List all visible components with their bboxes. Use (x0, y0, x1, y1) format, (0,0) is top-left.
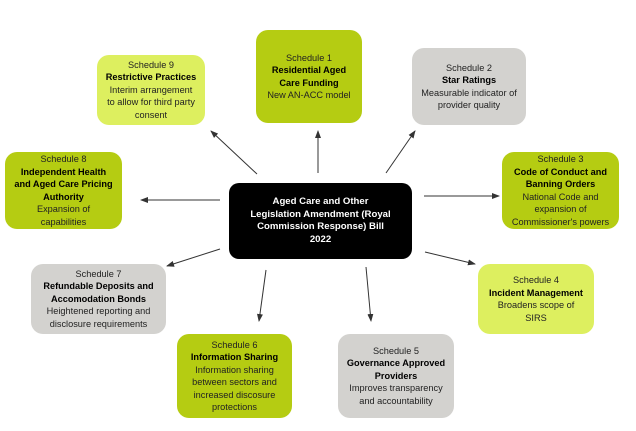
schedule-5-node: Schedule 5 Governance Approved Providers… (338, 334, 454, 418)
schedule-1-node: Schedule 1 Residential Aged Care Funding… (256, 30, 362, 123)
schedule-description: New AN-ACC model (267, 90, 351, 100)
schedule-description: Expansion of capabilities (36, 204, 91, 227)
center-title: Aged Care and Other Legislation Amendmen… (250, 196, 391, 245)
schedule-number: Schedule 3 (537, 154, 584, 164)
schedule-number: Schedule 4 (513, 275, 559, 285)
schedule-description: National Code and expansion of Commissio… (511, 191, 610, 227)
schedule-description: Heightened reporting and disclosure requ… (46, 306, 151, 329)
schedule-title: Refundable Deposits and Accomodation Bon… (43, 281, 154, 304)
schedule-title: Governance Approved Providers (346, 358, 446, 381)
schedule-number: Schedule 9 (128, 59, 174, 70)
schedule-6-node: Schedule 6 Information Sharing Informati… (177, 334, 292, 418)
schedule-title: Code of Conduct and Banning Orders (514, 166, 607, 190)
schedule-description: Broadens scope of SIRS (497, 300, 575, 323)
schedule-9-node: Schedule 9 Restrictive Practices Interim… (97, 55, 205, 125)
schedule-4-node: Schedule 4 Incident Management Broadens … (478, 264, 594, 334)
schedule-7-node: Schedule 7 Refundable Deposits and Accom… (31, 264, 166, 334)
arrow-schedule-7 (166, 248, 221, 267)
schedule-title: Restrictive Practices (105, 72, 197, 83)
schedule-number: Schedule 5 (373, 345, 419, 356)
arrow-schedule-4 (424, 251, 476, 266)
schedule-number: Schedule 8 (40, 154, 87, 164)
arrow-schedule-6 (256, 269, 267, 322)
schedule-description: Information sharing between sectors and … (192, 364, 277, 413)
schedule-title: Star Ratings (441, 75, 497, 85)
schedule-number: Schedule 2 (446, 62, 492, 73)
schedule-title: Residential Aged Care Funding (271, 65, 347, 88)
schedule-number: Schedule 7 (75, 268, 122, 279)
arrow-schedule-5 (365, 266, 374, 322)
schedule-description: Interim arrangement to allow for third p… (107, 84, 195, 120)
schedule-number: Schedule 1 (286, 52, 332, 63)
schedule-number: Schedule 6 (211, 339, 258, 350)
arrow-schedule-9 (210, 130, 258, 175)
schedule-title: Information Sharing (190, 352, 279, 362)
schedule-title: Incident Management (489, 287, 583, 298)
schedule-description: Measurable indicator of provider quality (421, 87, 517, 111)
schedule-title: Independent Health and Aged Care Pricing… (14, 166, 113, 202)
schedule-8-node: Schedule 8 Independent Health and Aged C… (5, 152, 122, 229)
schedule-3-node: Schedule 3 Code of Conduct and Banning O… (502, 152, 619, 229)
arrow-schedule-2 (385, 130, 416, 174)
schedule-2-node: Schedule 2 Star Ratings Measurable indic… (412, 48, 526, 125)
schedule-description: Improves transparency and accountability (349, 383, 443, 406)
center-bill-node: Aged Care and Other Legislation Amendmen… (229, 183, 412, 259)
